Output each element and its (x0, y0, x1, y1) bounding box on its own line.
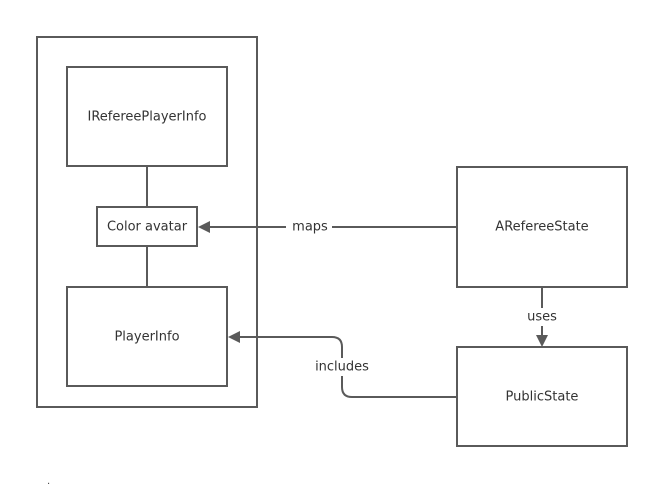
node-public-state: PublicState (456, 346, 628, 447)
footnote-dot: . (47, 476, 50, 485)
edge-includes-label: includes (315, 360, 369, 375)
node-color-avatar: Color avatar (96, 206, 198, 247)
edge-uses: uses (522, 287, 562, 347)
edge-maps-arrowhead (198, 221, 210, 233)
node-player-info-label: PlayerInfo (114, 330, 179, 345)
edge-includes: includes (228, 331, 457, 398)
node-color-avatar-label: Color avatar (107, 220, 188, 235)
edge-uses-label: uses (527, 310, 557, 325)
edge-includes-arrowhead (228, 331, 240, 343)
node-areferee-state: ARefereeState (456, 166, 628, 288)
edge-maps-label: maps (292, 220, 328, 235)
node-areferee-state-label: ARefereeState (495, 220, 588, 235)
node-player-info: PlayerInfo (66, 286, 228, 387)
edge-uses-arrowhead (536, 335, 548, 347)
node-public-state-label: PublicState (506, 390, 579, 405)
node-ireferee-player-info-label: IRefereePlayerInfo (88, 110, 207, 125)
edge-maps: maps (198, 218, 457, 236)
node-ireferee-player-info: IRefereePlayerInfo (66, 66, 228, 167)
